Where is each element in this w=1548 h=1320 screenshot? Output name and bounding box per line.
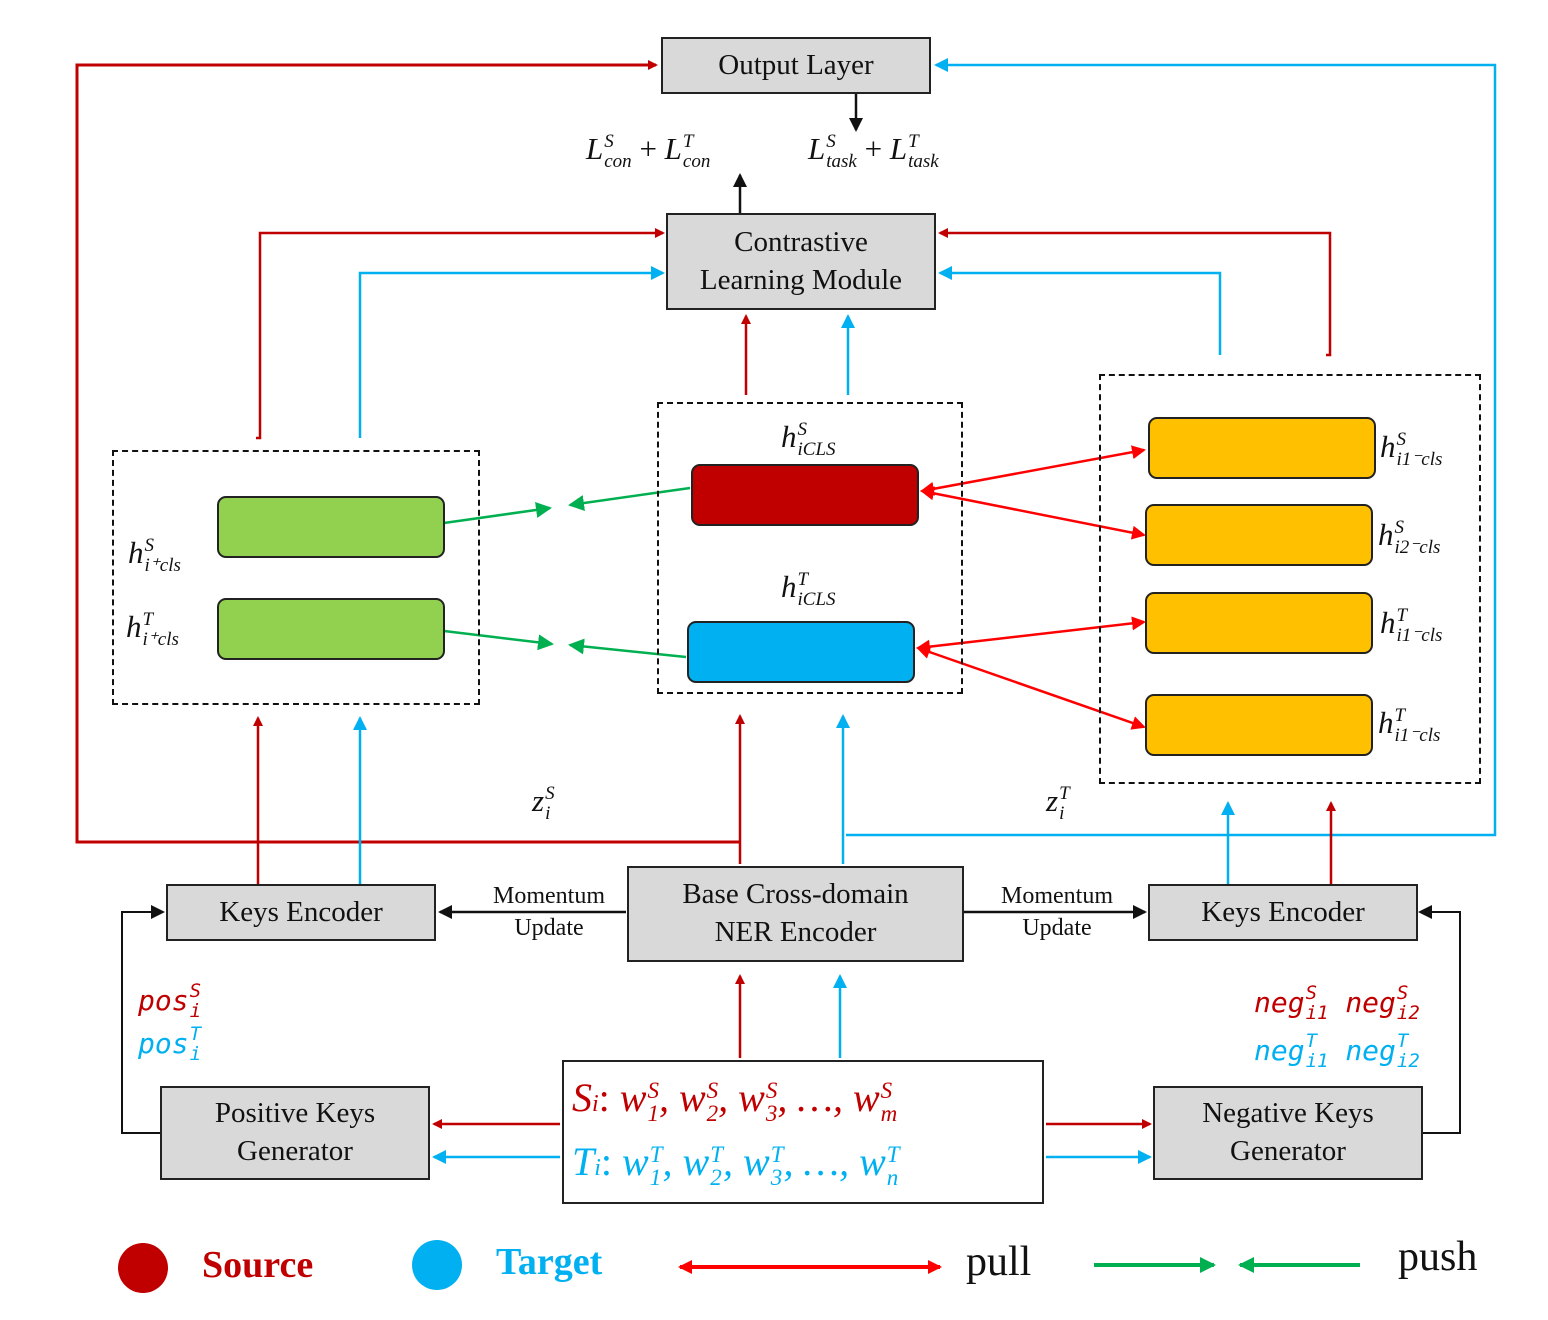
- base-encoder-box: Base Cross-domain NER Encoder: [627, 866, 964, 962]
- keys-encoder-right-box: Keys Encoder: [1148, 884, 1418, 941]
- positive-keys-group: [112, 450, 480, 705]
- legend-pull-label: pull: [966, 1239, 1032, 1285]
- momentum-update-left: Momentum Update: [474, 880, 624, 945]
- pull-arrow-s-neg2: [920, 486, 1146, 540]
- negative-target-embedding-2: [1145, 694, 1373, 756]
- negative-source-embedding-2: [1145, 504, 1373, 566]
- base-encoder-line2: NER Encoder: [714, 916, 877, 948]
- base-encoder-line1: Base Cross-domain: [682, 878, 909, 911]
- source-loop-to-output: [75, 60, 740, 844]
- keys-encoder-left-label: Keys Encoder: [219, 895, 383, 928]
- negative-target-embedding-1: [1145, 592, 1373, 654]
- contrastive-module-box: Contrastive Learning Module: [666, 213, 936, 310]
- contrastive-label-line2: Learning Module: [699, 263, 903, 296]
- negative-source-embedding-1: [1148, 417, 1376, 479]
- positive-source-to-contrastive: [256, 228, 665, 440]
- negative-keys-group: [1099, 374, 1481, 784]
- positive-gen-line2: Generator: [237, 1135, 353, 1167]
- positive-target-to-contrastive: [358, 266, 665, 438]
- output-layer-box: Output Layer: [661, 37, 931, 94]
- push-arrow-source-left: [443, 502, 552, 525]
- pull-arrow-t-neg2: [916, 645, 1146, 730]
- legend-target-label: Target: [496, 1241, 603, 1283]
- momentum-right-line1: Momentum: [1001, 883, 1113, 909]
- legend-push-label: push: [1398, 1234, 1478, 1280]
- negative-target-to-contrastive: [938, 266, 1222, 355]
- keys-encoder-left-box: Keys Encoder: [166, 884, 436, 941]
- anchor-group: [657, 402, 963, 694]
- target-loop-to-output: [846, 58, 1497, 837]
- pull-arrow-t-neg1: [916, 616, 1146, 654]
- pos-gen-to-keys-encoder: [121, 905, 165, 1134]
- anchor-source-embedding: [691, 464, 919, 526]
- keys-encoder-right-label: Keys Encoder: [1201, 895, 1365, 928]
- legend-source-dot: [118, 1243, 168, 1293]
- pull-arrow-s-neg1: [920, 445, 1146, 496]
- neg-gen-to-keys-encoder: [1418, 905, 1461, 1134]
- push-arrow-source-right: [568, 486, 691, 511]
- negative-source-to-contrastive: [938, 228, 1332, 357]
- momentum-left-line2: Update: [514, 915, 584, 942]
- legend-target-dot: [412, 1240, 462, 1290]
- negative-gen-line2: Generator: [1230, 1135, 1346, 1167]
- positive-keys-generator-box: Positive Keys Generator: [160, 1086, 430, 1180]
- positive-source-embedding: [217, 496, 445, 558]
- output-layer-label: Output Layer: [718, 48, 874, 81]
- push-arrow-target-right: [568, 638, 687, 659]
- momentum-update-right: Momentum Update: [982, 880, 1132, 945]
- negative-keys-generator-box: Negative Keys Generator: [1153, 1086, 1423, 1180]
- positive-gen-line1: Positive Keys: [214, 1097, 376, 1130]
- momentum-right-line2: Update: [1022, 915, 1092, 942]
- contrastive-label-line1: Contrastive: [734, 225, 868, 258]
- positive-target-embedding: [217, 598, 445, 660]
- anchor-target-embedding: [687, 621, 915, 683]
- push-arrow-target-left: [443, 629, 554, 651]
- legend-source-label: Source: [202, 1244, 314, 1286]
- negative-gen-line1: Negative Keys: [1202, 1097, 1374, 1130]
- momentum-left-line1: Momentum: [493, 883, 605, 909]
